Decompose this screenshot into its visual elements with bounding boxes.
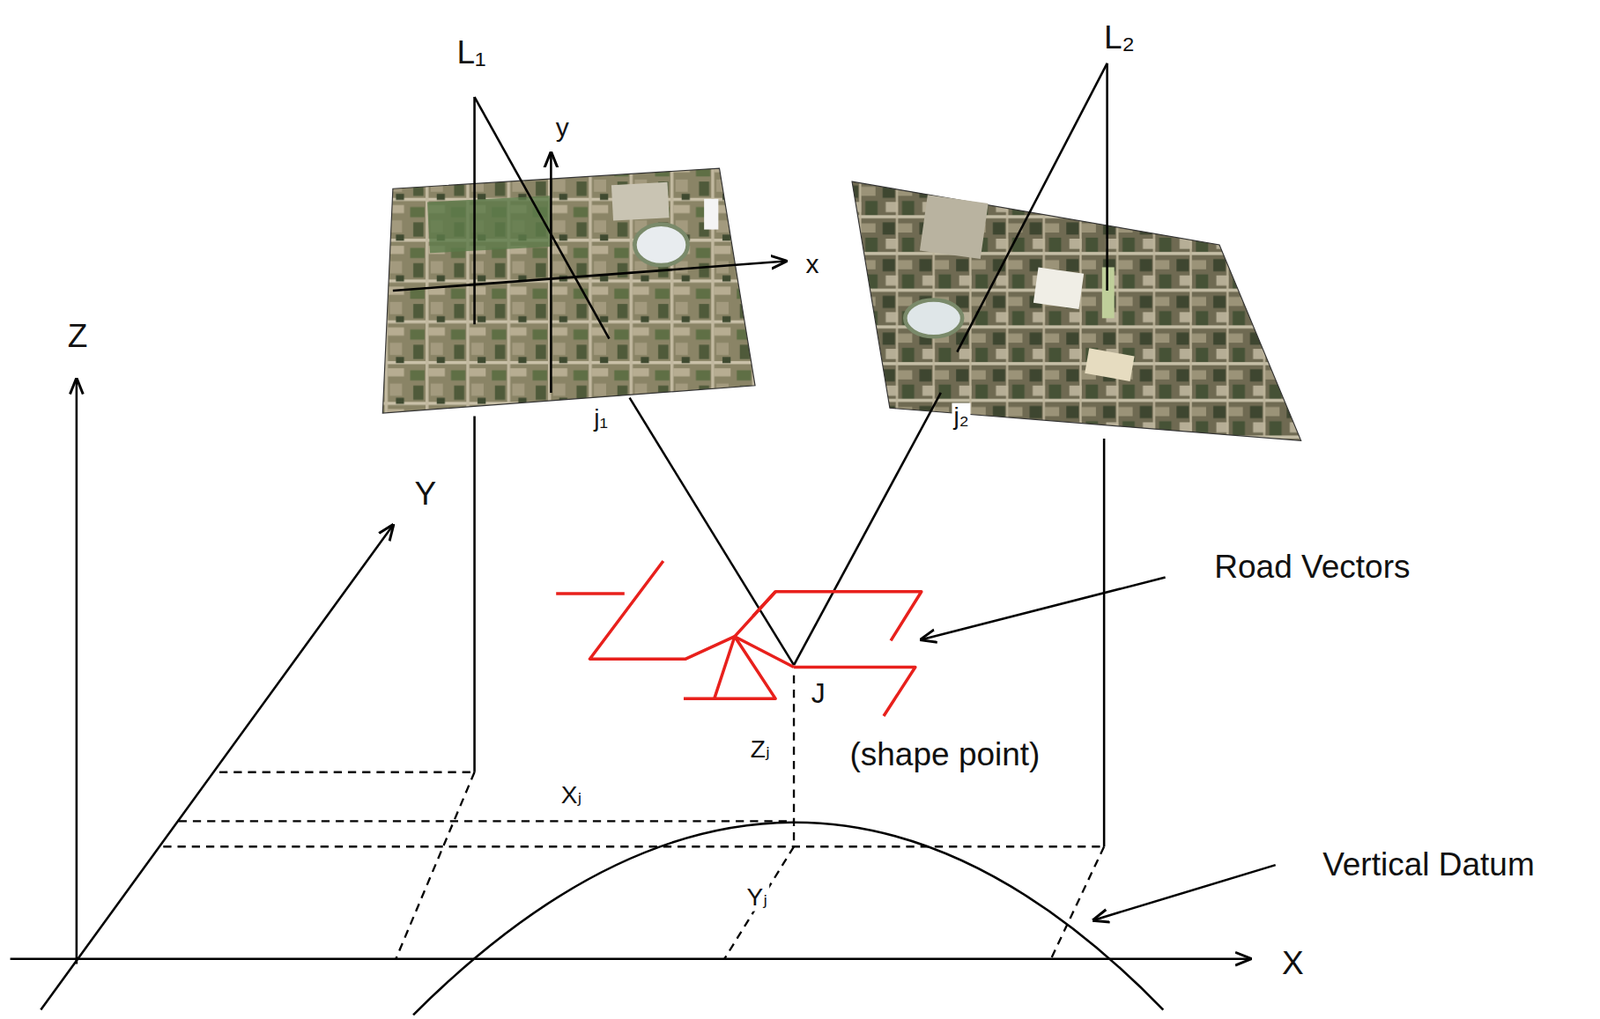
camera-station-label: L₁: [455, 35, 489, 72]
photo-axis-label: y: [554, 111, 571, 141]
point-label: (shape point): [847, 737, 1042, 774]
callout-label: Road Vectors: [1212, 549, 1412, 586]
image-point-label: j₁: [592, 404, 610, 432]
coordinate-label: Zⱼ: [748, 736, 772, 764]
axis-label: Y: [413, 475, 439, 512]
point-label: J: [809, 678, 828, 710]
axis-label: X: [1280, 946, 1306, 983]
callout-label: Vertical Datum: [1320, 847, 1537, 884]
camera-station-label: L₂: [1102, 20, 1137, 57]
axis-label: Z: [66, 318, 90, 356]
photo-axis-label: x: [803, 248, 821, 278]
image-point-label: j₂: [951, 402, 971, 430]
coordinate-label: Xⱼ: [559, 782, 585, 810]
coordinate-label: Yⱼ: [745, 884, 771, 912]
